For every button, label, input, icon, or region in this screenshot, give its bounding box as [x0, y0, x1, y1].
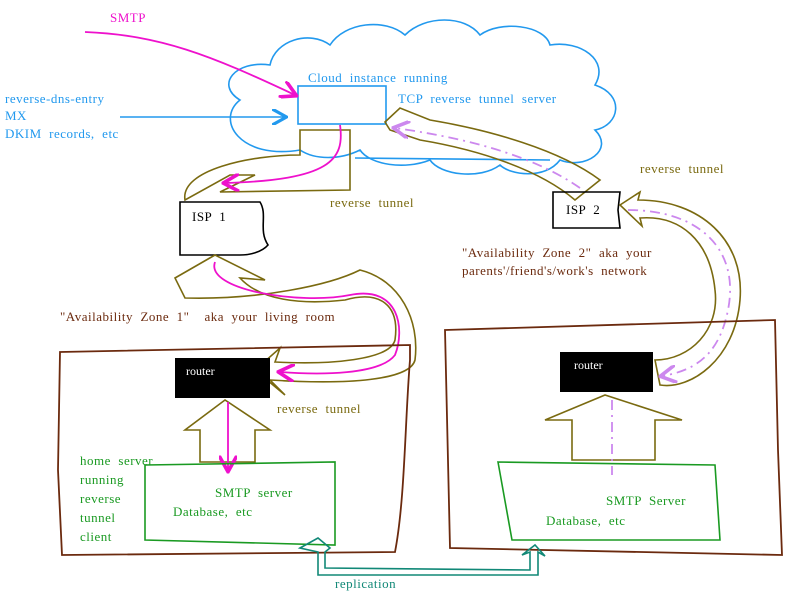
- reverse-tunnel-isp1-cloud: [184, 129, 351, 202]
- smtp-incoming-arrow: [84, 31, 295, 95]
- reverse-tunnel-label-top-right: reverse tunnel: [640, 161, 724, 176]
- reverse-tunnel-router-isp1: [173, 254, 417, 396]
- isp2-label: ISP 2: [566, 202, 600, 217]
- reverse-tunnel-label-left: reverse tunnel: [330, 195, 414, 210]
- replication-arrow: [297, 537, 546, 576]
- tunnel-server-box: [297, 85, 387, 125]
- reverse-tunnel-router-label: reverse tunnel: [277, 401, 361, 416]
- smtp-server-right-label: SMTP Server: [606, 493, 686, 508]
- home-server-line2: running: [80, 472, 124, 487]
- smtp-label: SMTP: [110, 10, 146, 25]
- server-box-left: [144, 461, 336, 546]
- home-server-line5: client: [80, 529, 112, 544]
- home-server-line3: reverse: [80, 491, 121, 506]
- dns-label-line1: reverse-dns-entry: [5, 91, 104, 106]
- router-left: [175, 358, 270, 398]
- reverse-tunnel-router-isp2: [618, 190, 742, 387]
- isp2-box: [552, 191, 621, 229]
- replication-label: replication: [335, 576, 396, 591]
- isp1-box: [179, 201, 270, 256]
- cloud-to-isp2-line: [354, 157, 551, 161]
- router-left-label: router: [186, 364, 215, 378]
- router-right: [560, 352, 653, 392]
- tunnel-isp1-router-magenta: [213, 261, 401, 373]
- router-right-label: router: [574, 358, 603, 372]
- router-server-arrow-right: [544, 394, 683, 461]
- dns-label-line2: MX: [5, 108, 27, 123]
- az2-label-line2: parents'/friend's/work's network: [462, 263, 647, 278]
- zone1-box: [57, 344, 411, 556]
- database-left-label: Database, etc: [173, 504, 253, 519]
- home-server-line1: home server: [80, 453, 153, 468]
- database-right-label: Database, etc: [546, 513, 626, 528]
- tunnel-isp2-router-lilac: [627, 209, 731, 376]
- az2-label-line1: "Availability Zone 2" aka your: [462, 245, 652, 260]
- cloud-label-line1: Cloud instance running: [308, 70, 448, 85]
- smtp-server-left-label: SMTP server: [215, 485, 293, 500]
- home-server-line4: tunnel: [80, 510, 116, 525]
- tunnel-cloud-to-isp1-magenta: [225, 124, 342, 183]
- cloud-outline: [228, 19, 617, 175]
- az1-label: "Availability Zone 1" aka your living ro…: [60, 309, 335, 324]
- zone2-box: [444, 319, 783, 556]
- dns-label-line3: DKIM records, etc: [5, 126, 119, 141]
- reverse-tunnel-isp2-cloud: [383, 107, 602, 202]
- server-box-right: [497, 461, 721, 541]
- cloud-label-line2: TCP reverse tunnel server: [398, 91, 557, 106]
- isp1-label: ISP 1: [192, 209, 226, 224]
